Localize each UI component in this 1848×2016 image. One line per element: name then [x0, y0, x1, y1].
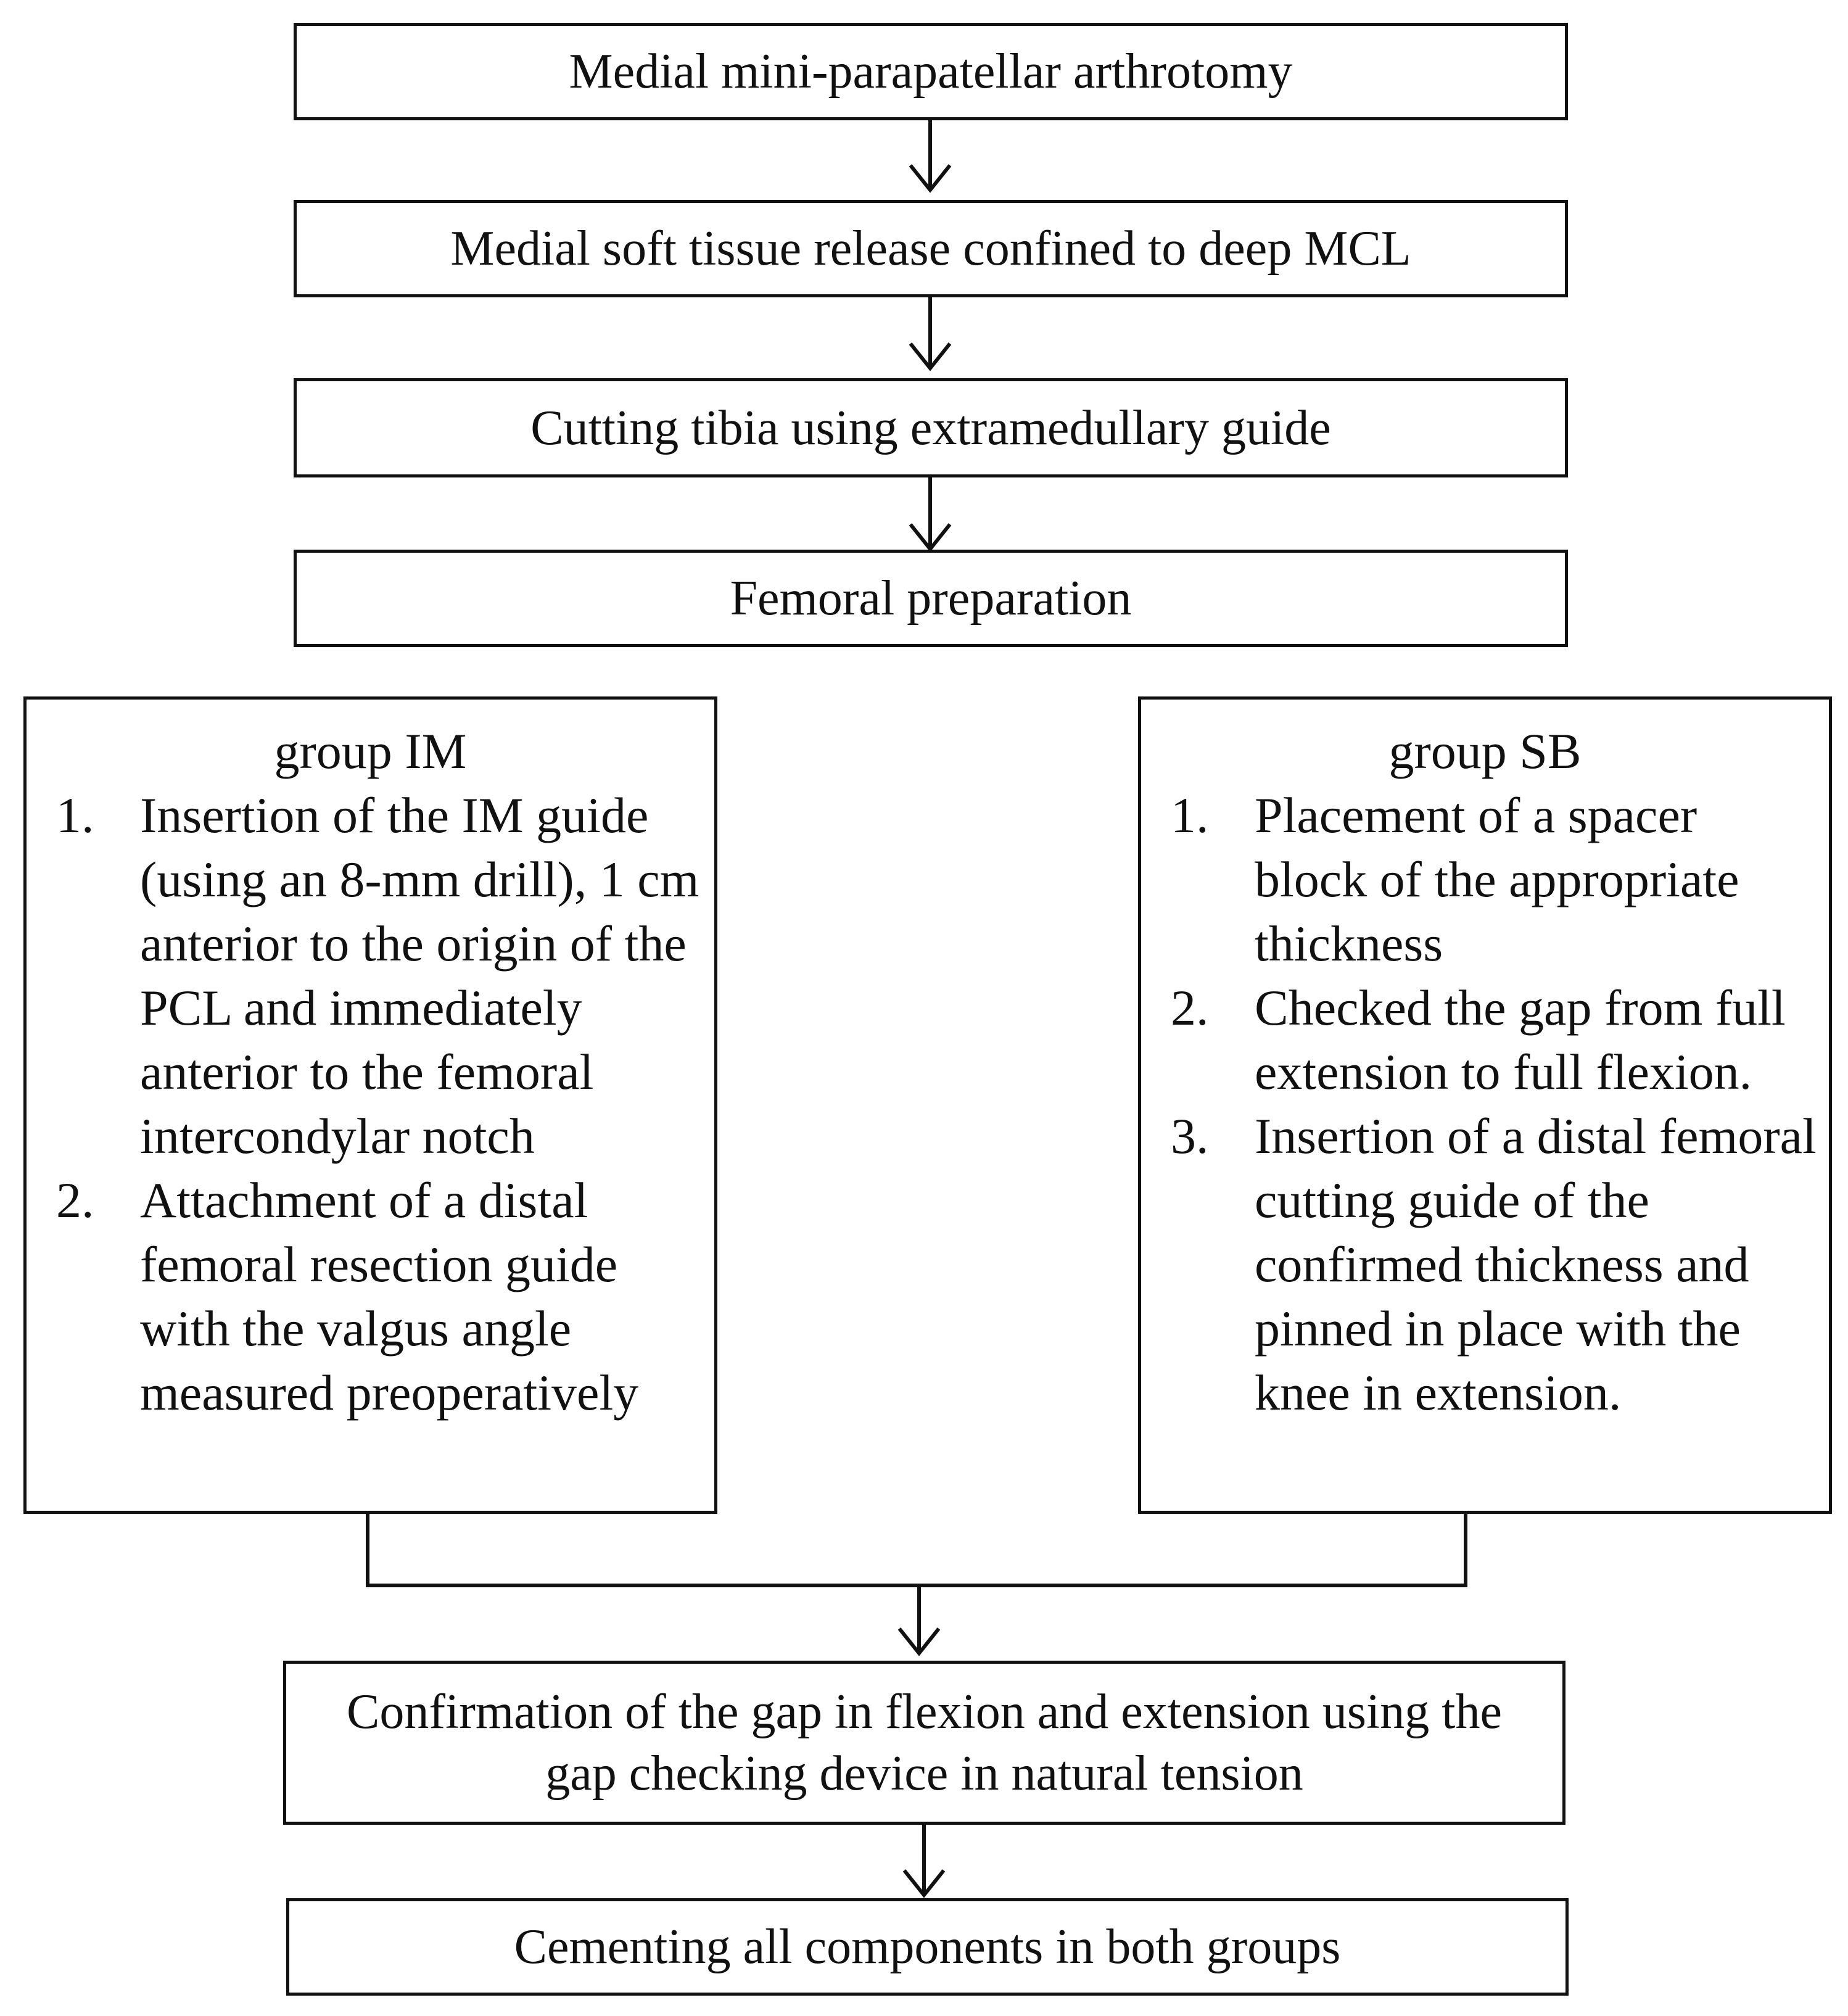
group-im-title: group IM — [274, 723, 467, 779]
group-im-item-text: Insertion of the IM guide (using an 8-mm… — [140, 787, 699, 1164]
group-sb-item-text: Checked the gap from full extension to f… — [1255, 980, 1786, 1100]
group-sb-item: 2. Checked the gap from full extension t… — [1141, 976, 1829, 1104]
group-im-item-text: Attachment of a distal femoral resection… — [140, 1172, 639, 1421]
step-medial-arthrotomy-label: Medial mini-parapatellar arthrotomy — [569, 44, 1293, 99]
arrow-step2-to-step3-head — [909, 342, 952, 371]
group-sb-item-number: 2. — [1171, 980, 1209, 1036]
group-sb-item-number: 1. — [1171, 787, 1209, 843]
group-im-item: 2. Attachment of a distal femoral resect… — [27, 1168, 714, 1425]
group-sb-item-text: Insertion of a distal femoral cutting gu… — [1255, 1108, 1817, 1421]
group-im-box: group IM 1. Insertion of the IM guide (u… — [23, 696, 717, 1514]
group-im-item-number: 2. — [56, 1172, 94, 1228]
group-im-list: 1. Insertion of the IM guide (using an 8… — [27, 783, 714, 1425]
step-cementing-components-label: Cementing all components in both groups — [514, 1920, 1341, 1974]
step-soft-tissue-release-label: Medial soft tissue release confined to d… — [450, 221, 1411, 276]
group-sb-item: 3. Insertion of a distal femoral cutting… — [1141, 1104, 1829, 1425]
group-sb-box: group SB 1. Placement of a spacer block … — [1138, 696, 1832, 1514]
group-sb-item: 1. Placement of a spacer block of the ap… — [1141, 783, 1829, 976]
step-cutting-tibia-label: Cutting tibia using extramedullary guide — [530, 400, 1331, 455]
arrow-step1-to-step2-head — [909, 164, 952, 193]
group-sb-title: group SB — [1388, 723, 1582, 779]
step-cementing-components: Cementing all components in both groups — [286, 1898, 1569, 1996]
step-femoral-preparation-label: Femoral preparation — [730, 571, 1132, 626]
arrow-confirmation-to-final-head — [902, 1869, 946, 1898]
step-gap-confirmation-label: Confirmation of the gap in flexion and e… — [347, 1685, 1502, 1801]
arrow-step3-to-step4-head — [909, 523, 952, 552]
group-sb-item-text: Placement of a spacer block of the appro… — [1255, 787, 1739, 972]
step-medial-arthrotomy: Medial mini-parapatellar arthrotomy — [294, 23, 1568, 120]
step-cutting-tibia: Cutting tibia using extramedullary guide — [294, 378, 1568, 477]
arrow-groups-to-confirmation-head — [897, 1627, 941, 1656]
step-gap-confirmation: Confirmation of the gap in flexion and e… — [283, 1661, 1565, 1825]
group-sb-item-number: 3. — [1171, 1108, 1209, 1164]
group-im-item-number: 1. — [56, 787, 94, 843]
step-femoral-preparation: Femoral preparation — [294, 550, 1568, 647]
group-sb-list: 1. Placement of a spacer block of the ap… — [1141, 783, 1829, 1425]
step-soft-tissue-release: Medial soft tissue release confined to d… — [294, 200, 1568, 297]
group-im-item: 1. Insertion of the IM guide (using an 8… — [27, 783, 714, 1168]
